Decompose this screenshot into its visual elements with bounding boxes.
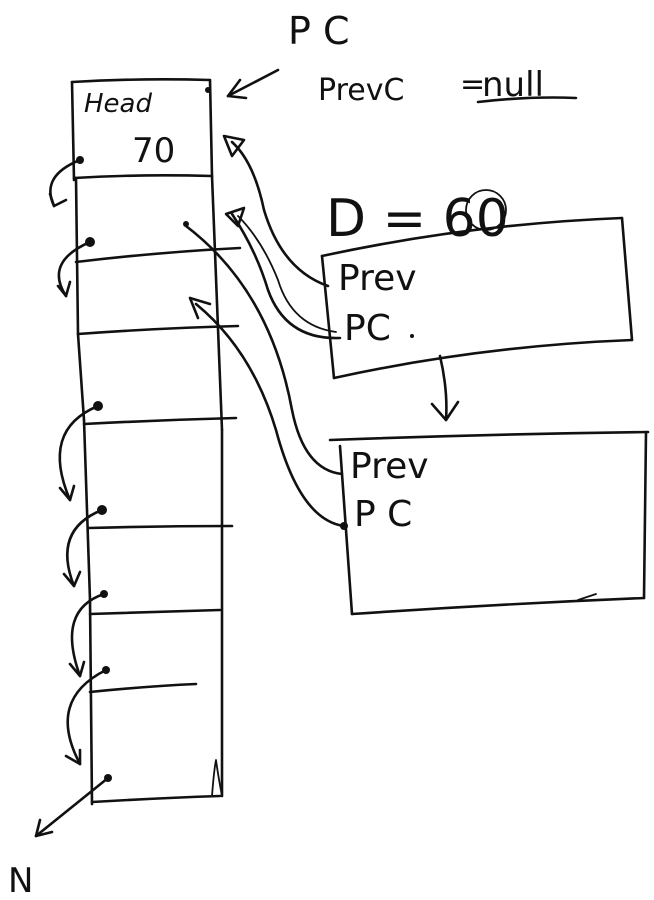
node1-prev-arrowhead — [222, 134, 246, 158]
d-label: D = 60 — [326, 189, 509, 249]
divider-4 — [86, 524, 234, 530]
node1-pc-label: PC — [344, 308, 391, 349]
node-6-next-arrow — [34, 776, 110, 838]
column-right-upper — [210, 174, 224, 432]
node1-pc-pointer-b — [237, 215, 337, 333]
node1-to-node2-head — [430, 400, 460, 422]
node2-prev-start-dot — [183, 221, 189, 227]
node-1-next-head — [56, 280, 72, 298]
head-pointer-dot — [205, 87, 211, 93]
divider-1 — [74, 246, 242, 264]
node1-pc-dot — [410, 334, 414, 338]
column-bottom-tick — [211, 759, 223, 797]
column-bottom-edge — [90, 794, 222, 804]
divider-5 — [88, 608, 222, 616]
column-left-edge-top — [70, 80, 76, 182]
equals-sign: = — [460, 67, 485, 102]
node1-top — [320, 216, 624, 258]
node-2-next-head — [58, 484, 76, 502]
null-underline — [476, 96, 578, 104]
node-6-next-head — [34, 818, 54, 838]
node-0-next-head — [48, 192, 68, 208]
pc-arrow-shaft — [226, 68, 280, 98]
node-3-next-head — [62, 570, 82, 588]
node2-top — [328, 430, 650, 442]
column-left-mid — [76, 332, 86, 422]
head-value: 70 — [132, 131, 175, 171]
divider-3 — [82, 416, 238, 426]
prev-c-label: PrevC — [318, 73, 404, 108]
node1-prev-label: Prev — [338, 258, 417, 299]
node-2-next-arrow — [58, 404, 100, 502]
node1-left — [320, 254, 336, 380]
node-5-next-arrow — [66, 668, 108, 766]
node1-prev-pointer — [230, 140, 330, 288]
column-top-edge — [70, 78, 212, 84]
node1-pc-arrowhead — [224, 206, 246, 228]
column-left-bottom — [88, 598, 94, 806]
head-bottom-edge — [72, 174, 214, 180]
node2-bottom — [350, 596, 646, 616]
node1-bottom — [332, 338, 634, 380]
node2-pc-arrowhead — [188, 296, 212, 320]
node2-pc-pointer — [194, 302, 346, 528]
node2-prev-label: Prev — [350, 446, 429, 487]
node1-right — [620, 216, 634, 342]
n-label: N — [8, 861, 33, 900]
node1-to-node2-arrow — [438, 354, 448, 422]
pc-top-label: P C — [288, 9, 350, 53]
divider-2 — [76, 324, 240, 336]
node1-pc-pointer-a — [230, 212, 342, 340]
node2-prev-pointer — [184, 224, 344, 476]
node2-bottom-tick — [577, 593, 597, 601]
node-3-next-arrow — [66, 508, 104, 588]
node-5-next-head — [64, 748, 82, 766]
column-left-upper — [74, 176, 80, 336]
node2-right — [642, 430, 648, 600]
pc-arrow-head — [226, 78, 248, 100]
head-label: Head — [84, 89, 152, 119]
node-4-next-head — [68, 660, 86, 678]
node2-pc-label: P C — [354, 494, 412, 535]
column-left-lower — [82, 418, 92, 602]
node-1-next-arrow — [57, 240, 92, 298]
d-value-circle — [465, 189, 507, 231]
divider-6 — [88, 682, 198, 694]
head-right-edge — [208, 78, 214, 178]
node-4-next-arrow — [70, 592, 106, 678]
